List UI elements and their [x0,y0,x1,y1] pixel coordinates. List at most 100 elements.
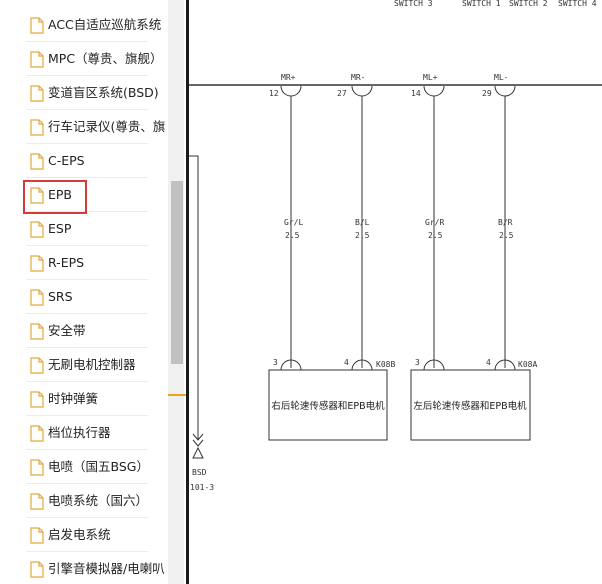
sidebar-item[interactable]: ACC自适应巡航系统 [0,8,168,42]
sidebar-item[interactable]: 引擎音模拟器/电喇叭 [0,552,168,584]
wire-color: B/R [498,218,513,227]
document-icon [30,459,44,476]
sidebar-item-label: 启发电系统 [48,527,111,542]
item-separator [26,449,148,450]
sidebar-item-label: 电喷（国五BSG） [48,459,149,474]
sidebar-item-label: 时钟弹簧 [48,391,99,406]
bsd-chevron-icon [192,433,204,447]
item-separator [26,177,148,178]
wire-color: Gr/R [425,218,444,227]
pin-name: MR+ [281,73,296,82]
sidebar-item[interactable]: SRS [0,280,168,314]
item-separator [26,109,148,110]
component-label: 右后轮速传感器和EPB电机 [271,400,385,412]
document-icon [30,527,44,544]
document-icon [30,323,44,340]
sidebar-item-label: 变道盲区系统(BSD) [48,85,159,100]
item-separator [26,483,148,484]
connector-id: K08B [376,360,395,369]
sidebar-item-label: SRS [48,289,73,304]
document-icon [30,85,44,102]
document-icon [30,221,44,238]
pane-divider[interactable] [186,0,189,584]
document-icon [30,289,44,306]
item-separator [26,517,148,518]
document-icon [30,51,44,68]
component-label: 左后轮速传感器和EPB电机 [413,400,527,412]
bsd-ref: 101-3 [190,483,214,492]
sidebar-item-label: 行车记录仪(尊贵、旗 [48,119,166,134]
document-icon [30,493,44,510]
item-separator [26,415,148,416]
pin-name: ML- [494,73,508,82]
document-icon [30,391,44,408]
sidebar-item-label: ESP [48,221,72,236]
sidebar-item[interactable]: MPC（尊贵、旗舰） [0,42,168,76]
sidebar-item[interactable]: 启发电系统 [0,518,168,552]
sidebar-item-label: 引擎音模拟器/电喇叭 [48,561,165,576]
sidebar-item[interactable]: 安全带 [0,314,168,348]
switch-label: SWITCH 3 [394,0,433,8]
connector-id: K08A [518,360,537,369]
sidebar-item[interactable]: R-EPS [0,246,168,280]
switch-label: SWITCH 2 [509,0,548,8]
item-separator [26,211,148,212]
sidebar-item[interactable]: 电喷系统（国六） [0,484,168,518]
document-icon [30,119,44,136]
connector-terminal [423,359,445,371]
pin-name: ML+ [423,73,438,82]
switch-label: SWITCH 4 [558,0,597,8]
sidebar-item[interactable]: 变道盲区系统(BSD) [0,76,168,110]
connector-pin: 3 [273,358,278,367]
sidebar-item[interactable]: 无刷电机控制器 [0,348,168,382]
item-separator [26,313,148,314]
pin-terminal [494,85,516,97]
pin-name: MR- [351,73,365,82]
sidebar-item[interactable]: 时钟弹簧 [0,382,168,416]
sidebar-item-label: 电喷系统（国六） [48,493,149,508]
scrollbar-thumb[interactable] [171,181,183,364]
sidebar-item-label: R-EPS [48,255,85,270]
bsd-label: BSD [192,468,207,477]
pin-ml-plus: ML+ 14 Gr/R 2.5 3 [411,73,445,371]
pin-ml-minus: ML- 29 B/R 2.5 4 K08A [482,73,537,371]
sidebar-item[interactable]: 档位执行器 [0,416,168,450]
item-separator [26,279,148,280]
pin-terminal [423,85,445,97]
connector-terminal [494,359,516,371]
sidebar-item[interactable]: ESP [0,212,168,246]
sidebar-item[interactable]: 电喷（国五BSG） [0,450,168,484]
pin-terminal [351,85,373,97]
highlight-box [23,180,87,214]
connector-pin: 4 [486,358,491,367]
sidebar-item-label: C-EPS [48,153,85,168]
document-icon [30,357,44,374]
sidebar-item[interactable]: EPB [0,178,168,212]
sidebar-item-label: 档位执行器 [48,425,111,440]
item-separator [26,245,148,246]
sidebar-item-label: EPB [48,187,73,202]
item-separator [26,381,148,382]
bsd-triangle-icon [192,446,204,459]
document-icon [30,153,44,170]
component-box-right-rear [268,369,388,441]
bsd-branch-line [189,155,199,440]
pin-mr-minus: MR- 27 B/L 2.5 4 K08B [337,73,395,371]
wire-color: B/L [355,218,370,227]
sidebar-item[interactable]: 行车记录仪(尊贵、旗 [0,110,168,144]
pin-number: 29 [482,89,492,98]
pin-number: 27 [337,89,347,98]
wire-gauge: 2.5 [355,231,370,240]
pin-mr-plus: MR+ 12 Gr/L 2.5 3 [269,73,303,371]
document-icon [30,425,44,442]
wire-gauge: 2.5 [428,231,443,240]
connector-pin: 4 [344,358,349,367]
pin-terminal [280,85,302,97]
document-icon [30,255,44,272]
document-icon [30,17,44,34]
component-box-left-rear [410,369,531,441]
sidebar-item[interactable]: C-EPS [0,144,168,178]
item-separator [26,347,148,348]
item-separator [26,143,148,144]
